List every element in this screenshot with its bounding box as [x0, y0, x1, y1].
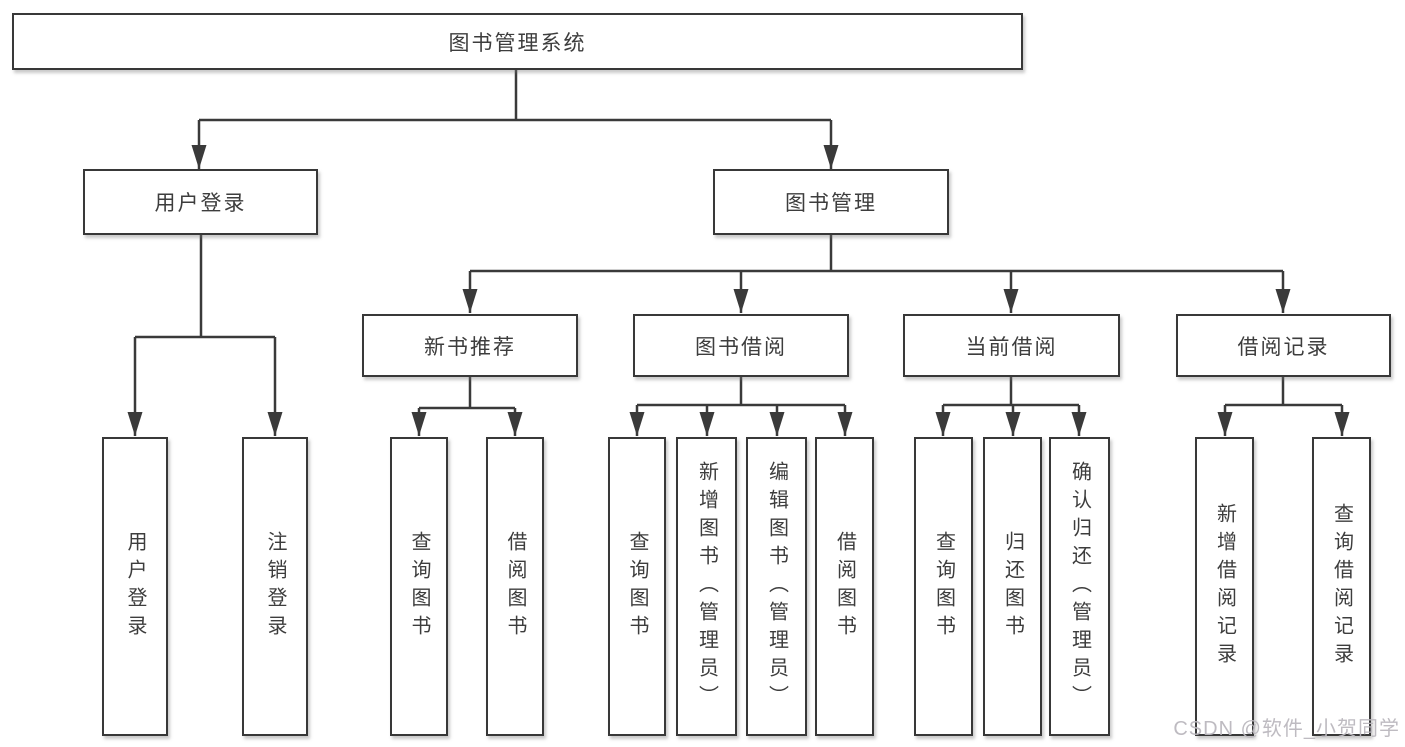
leaf-query-borrow-record-label: 查询借阅记录 [1330, 502, 1353, 671]
node-borrowing-records-label: 借阅记录 [1237, 335, 1330, 359]
node-root: 图书管理系统 [12, 13, 1023, 70]
csdn-watermark: CSDN @软件_小贺同学 [1173, 718, 1400, 740]
leaf-confirm-return-admin-label: 确认归还（管理员） [1068, 460, 1091, 713]
leaf-logout: 注销登录 [242, 437, 308, 736]
node-book-borrowing: 图书借阅 [633, 314, 849, 377]
leaf-confirm-return-admin: 确认归还（管理员） [1049, 437, 1110, 736]
leaf-user-login: 用户登录 [102, 437, 168, 736]
leaf-return-books-label: 归还图书 [1001, 530, 1024, 643]
leaf-borrow-query-books-label: 查询图书 [626, 530, 648, 643]
leaf-newbook-borrow-books-label: 借阅图书 [504, 530, 526, 643]
leaf-query-borrow-record: 查询借阅记录 [1312, 437, 1371, 736]
node-current-borrowing-label: 当前借阅 [965, 335, 1058, 359]
edge-management-split [462, 235, 1291, 313]
leaf-return-books: 归还图书 [983, 437, 1042, 736]
edge-login-split [127, 235, 283, 436]
leaf-logout-label: 注销登录 [264, 530, 286, 643]
leaf-borrow-books-label: 借阅图书 [833, 530, 856, 643]
leaf-add-borrow-record-label: 新增借阅记录 [1213, 502, 1236, 671]
edge-root-split [191, 70, 839, 169]
leaf-add-books-admin-label: 新增图书（管理员） [695, 460, 718, 713]
node-root-label: 图书管理系统 [448, 31, 587, 55]
node-book-management-label: 图书管理 [785, 192, 877, 215]
leaf-user-login-label: 用户登录 [124, 530, 146, 643]
leaf-current-query-books-label: 查询图书 [932, 530, 955, 643]
node-user-login: 用户登录 [83, 169, 318, 235]
edge-current-split [935, 377, 1087, 436]
node-borrowing-records: 借阅记录 [1176, 314, 1391, 377]
leaf-newbook-query-books: 查询图书 [390, 437, 448, 736]
node-new-book-recommend: 新书推荐 [362, 314, 578, 377]
edge-borrow-split [629, 377, 853, 436]
leaf-borrow-query-books: 查询图书 [608, 437, 666, 736]
node-book-borrowing-label: 图书借阅 [695, 335, 787, 359]
leaf-newbook-query-books-label: 查询图书 [408, 530, 430, 643]
leaf-current-query-books: 查询图书 [914, 437, 973, 736]
node-book-management: 图书管理 [713, 169, 949, 235]
leaf-edit-books-admin: 编辑图书（管理员） [746, 437, 807, 736]
node-user-login-label: 用户登录 [154, 192, 247, 215]
leaf-borrow-books: 借阅图书 [815, 437, 874, 736]
edge-newbook-split [411, 377, 523, 436]
edge-records-split [1217, 377, 1350, 436]
leaf-add-borrow-record: 新增借阅记录 [1195, 437, 1254, 736]
node-current-borrowing: 当前借阅 [903, 314, 1120, 377]
leaf-add-books-admin: 新增图书（管理员） [676, 437, 737, 736]
leaf-edit-books-admin-label: 编辑图书（管理员） [765, 460, 788, 713]
leaf-newbook-borrow-books: 借阅图书 [486, 437, 544, 736]
node-new-book-recommend-label: 新书推荐 [424, 335, 516, 359]
